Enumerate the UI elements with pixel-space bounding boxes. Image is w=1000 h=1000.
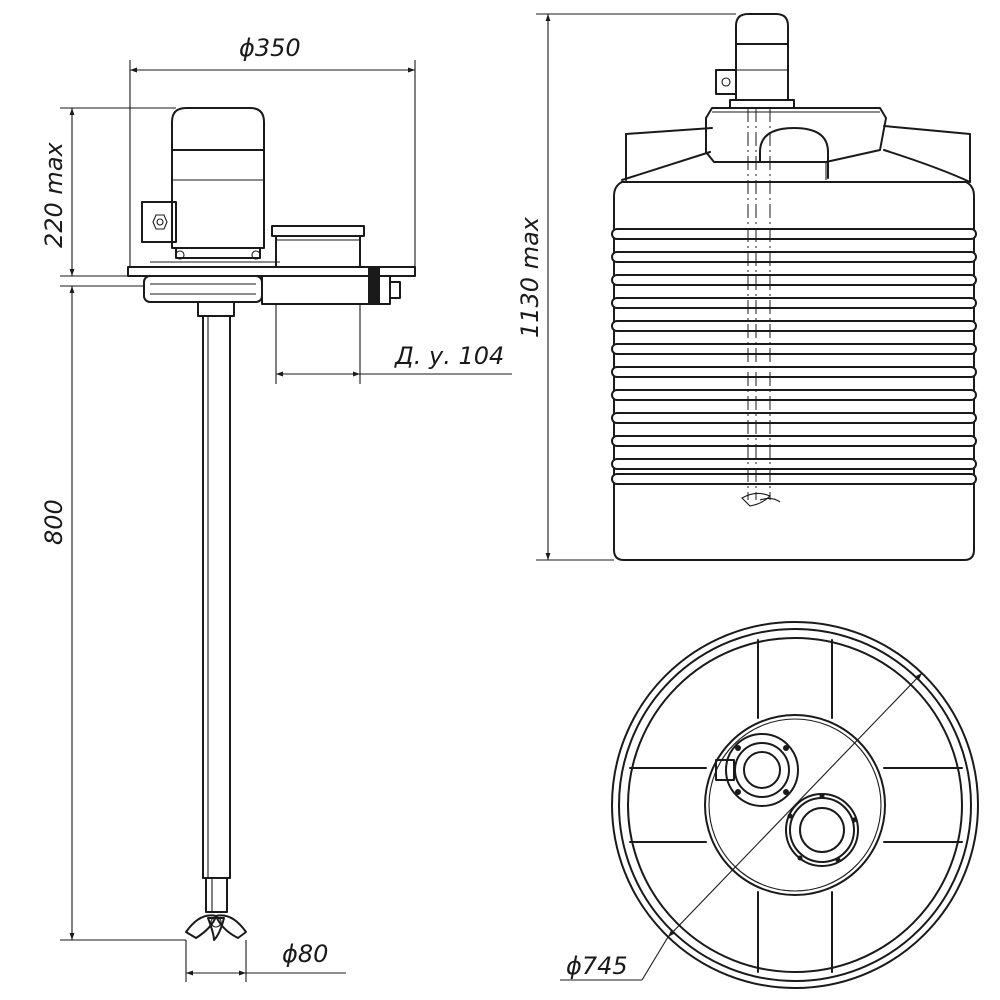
- dim-800: 800: [40, 285, 186, 941]
- motor: [141, 107, 265, 260]
- dim-1130max: 1130 max: [516, 13, 736, 561]
- label-220max: 220 max: [40, 141, 68, 248]
- dim-220max: 220 max: [40, 107, 176, 277]
- port-opening: [785, 793, 859, 867]
- impeller: [185, 914, 247, 941]
- mixer-side-view: ϕ350 220 max 800 Д. у. 104: [40, 34, 512, 982]
- shaft: [197, 301, 235, 913]
- label-phi350: ϕ350: [239, 34, 301, 62]
- dim-phi80: ϕ80: [185, 940, 346, 982]
- dim-phi745: ϕ745: [560, 672, 923, 981]
- port-nozzle: [271, 225, 365, 268]
- label-800: 800: [40, 499, 68, 545]
- dim-du104: Д. у. 104: [275, 304, 512, 384]
- tank-front-view: 1130 max: [516, 13, 977, 561]
- tank-motor: [715, 13, 795, 109]
- label-1130max: 1130 max: [516, 216, 544, 338]
- label-du104: Д. у. 104: [394, 342, 504, 370]
- lid-plate: [127, 261, 416, 305]
- tank-top-view: ϕ745: [560, 621, 979, 989]
- dim-phi350: ϕ350: [129, 34, 416, 267]
- tank-dome: [621, 107, 971, 183]
- tank-body: [611, 181, 977, 561]
- tank-hidden-shaft: [741, 108, 781, 507]
- label-phi745: ϕ745: [566, 952, 628, 980]
- junction-box: [141, 201, 177, 243]
- tank-ribs: [611, 228, 977, 485]
- label-phi80: ϕ80: [282, 940, 328, 968]
